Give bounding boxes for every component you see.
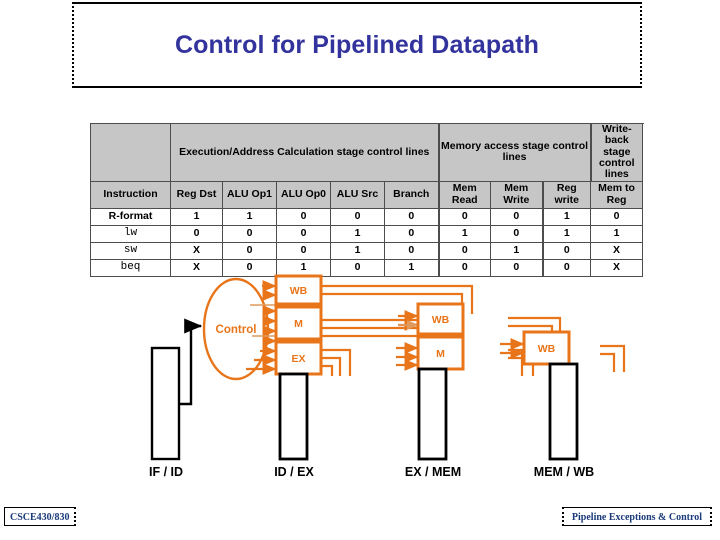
cell-r-format-mem-read: 0 <box>438 207 492 226</box>
control-unit-label: Control <box>216 324 257 336</box>
cell-beq-alu-src: 0 <box>330 258 385 277</box>
cell-lw-reg-write: 1 <box>542 224 592 243</box>
cell-sw-mem-read: 0 <box>438 241 492 260</box>
cell-beq-mem-read: 0 <box>438 258 492 277</box>
table-row: beq X 0 1 0 1 0 0 0 X <box>90 258 644 277</box>
col-header-mem-write: Mem Write <box>490 180 544 209</box>
row-instruction-sw: sw <box>90 241 171 260</box>
control-lines-table-container: Execution/Address Calculation stage cont… <box>90 123 644 277</box>
cell-r-format-mem-to-reg: 0 <box>590 207 644 226</box>
col-header-alu-src: ALU Src <box>330 180 385 209</box>
cell-beq-reg-write: 0 <box>542 258 592 277</box>
cell-sw-reg-dst: X <box>170 241 223 260</box>
col-header-instruction: Instruction <box>90 180 171 209</box>
col-header-reg-write: Reg write <box>542 180 592 209</box>
slide-title-box: Control for Pipelined Datapath <box>72 2 642 88</box>
cell-r-format-reg-write: 1 <box>542 207 592 226</box>
cell-r-format-reg-dst: 1 <box>170 207 223 226</box>
table-group-header-row: Execution/Address Calculation stage cont… <box>90 123 644 182</box>
pipeline-register-mem-wb <box>548 362 579 461</box>
stage-box-idex-wb-label: WB <box>290 285 308 297</box>
cell-sw-mem-to-reg: X <box>590 241 644 260</box>
group-header-memory: Memory access stage control lines <box>438 123 592 182</box>
col-header-alu-op0: ALU Op0 <box>276 180 331 209</box>
stage-box-idex-wb <box>274 274 323 306</box>
footer-topic-box: Pipeline Exceptions & Control <box>561 507 712 526</box>
cell-r-format-alu-op0: 0 <box>276 207 331 226</box>
table-row: R-format 1 1 0 0 0 0 0 1 0 <box>90 207 644 226</box>
cell-sw-alu-op0: 0 <box>276 241 331 260</box>
table-column-header-row: Instruction Reg Dst ALU Op1 ALU Op0 ALU … <box>90 180 644 209</box>
instruction-to-control-wire <box>179 318 203 406</box>
col-header-branch: Branch <box>383 180 440 209</box>
row-instruction-lw: lw <box>90 224 171 243</box>
cell-lw-reg-dst: 0 <box>170 224 223 243</box>
cell-sw-alu-op1: 0 <box>222 241 277 260</box>
exmem-input-arrows <box>396 310 419 371</box>
register-label-mem-wb: MEM / WB <box>534 465 594 479</box>
pipeline-register-id-ex <box>278 372 309 461</box>
page-title: Control for Pipelined Datapath <box>174 30 540 59</box>
col-header-mem-to-reg: Mem to Reg <box>590 180 644 209</box>
cell-lw-alu-op0: 0 <box>276 224 331 243</box>
stage-box-exmem-wb-label: WB <box>432 314 450 326</box>
cell-beq-branch: 1 <box>383 258 440 277</box>
group-header-execution: Execution/Address Calculation stage cont… <box>169 123 440 182</box>
cell-sw-alu-src: 1 <box>330 241 385 260</box>
cell-beq-reg-dst: X <box>170 258 223 277</box>
cell-r-format-alu-src: 0 <box>330 207 385 226</box>
col-header-mem-read: Mem Read <box>438 180 492 209</box>
cell-beq-mem-to-reg: X <box>590 258 644 277</box>
control-signal-wires <box>321 284 626 376</box>
stage-box-idex-m-label: M <box>294 318 303 330</box>
group-header-writeback: Write-back stage control lines <box>590 123 644 182</box>
control-output-wires-faint <box>250 304 276 337</box>
control-lines-table: Execution/Address Calculation stage cont… <box>90 123 644 277</box>
cell-beq-mem-write: 0 <box>490 258 544 277</box>
pipelined-datapath-diagram: Control WB M EX <box>0 264 720 479</box>
stage-box-memwb-wb <box>522 330 571 366</box>
col-header-alu-op1: ALU Op1 <box>222 180 277 209</box>
cell-sw-reg-write: 0 <box>542 241 592 260</box>
stage-box-idex-ex-label: EX <box>291 353 305 365</box>
pipeline-register-ex-mem <box>417 367 448 461</box>
footer-topic-label: Pipeline Exceptions & Control <box>571 511 702 523</box>
row-instruction-r-format: R-format <box>90 207 171 226</box>
footer-course-box: CSCE430/830 <box>4 507 77 526</box>
stage-box-idex-m <box>274 305 323 341</box>
table-row: lw 0 0 0 1 0 1 0 1 1 <box>90 224 644 243</box>
stage-box-memwb-wb-label: WB <box>538 343 556 355</box>
group-header-blank <box>90 123 171 182</box>
memwb-input-arrows <box>500 338 525 359</box>
row-instruction-beq: beq <box>90 258 171 277</box>
cell-beq-alu-op1: 0 <box>222 258 277 277</box>
cell-lw-alu-src: 1 <box>330 224 385 243</box>
table-row: sw X 0 0 1 0 0 1 0 X <box>90 241 644 260</box>
register-label-id-ex: ID / EX <box>274 465 314 479</box>
footer-course-label: CSCE430/830 <box>10 511 70 523</box>
cell-lw-branch: 0 <box>383 224 440 243</box>
control-output-arrows <box>246 280 277 375</box>
col-header-reg-dst: Reg Dst <box>170 180 223 209</box>
cell-lw-alu-op1: 0 <box>222 224 277 243</box>
cell-r-format-branch: 0 <box>383 207 440 226</box>
cell-sw-mem-write: 1 <box>490 241 544 260</box>
cell-r-format-alu-op1: 1 <box>222 207 277 226</box>
cell-sw-branch: 0 <box>383 241 440 260</box>
register-label-if-id: IF / ID <box>149 465 183 479</box>
cell-lw-mem-read: 1 <box>438 224 492 243</box>
cell-lw-mem-write: 0 <box>490 224 544 243</box>
register-label-ex-mem: EX / MEM <box>405 465 461 479</box>
stage-box-exmem-wb <box>416 302 465 336</box>
cell-r-format-mem-write: 0 <box>490 207 544 226</box>
cell-lw-mem-to-reg: 1 <box>590 224 644 243</box>
pipeline-register-if-id <box>150 346 181 461</box>
stage-box-exmem-m-label: M <box>436 348 445 360</box>
